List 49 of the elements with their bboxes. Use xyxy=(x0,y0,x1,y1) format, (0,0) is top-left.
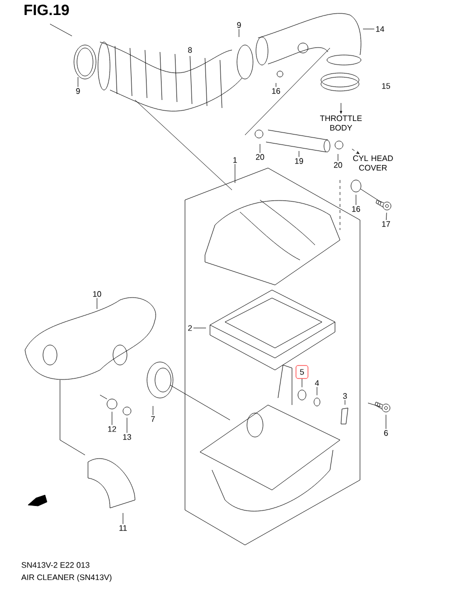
leader-line xyxy=(152,406,154,416)
leader-line xyxy=(122,512,124,524)
callout-number: 2 xyxy=(188,325,192,331)
assembly-line xyxy=(360,188,382,203)
callout-number: 12 xyxy=(108,426,116,432)
arrow xyxy=(352,148,360,154)
leader-line xyxy=(362,28,375,30)
callout-number: 19 xyxy=(295,158,304,164)
callout-number: 16 xyxy=(352,206,360,212)
part-drawing xyxy=(340,408,348,424)
arrow xyxy=(340,102,342,114)
leader-line xyxy=(344,400,346,405)
callout-number: 10 xyxy=(93,291,102,297)
callout-number: 20 xyxy=(256,154,264,160)
destination-label: THROTTLE BODY xyxy=(320,115,362,131)
part-drawing xyxy=(106,398,118,410)
leader-line xyxy=(126,418,128,434)
callout-number: 6 xyxy=(384,430,388,436)
callout-number: 5 xyxy=(296,365,308,379)
part-drawing xyxy=(374,402,390,412)
callout-number: 4 xyxy=(314,380,319,386)
callout-number: 8 xyxy=(188,47,192,53)
callout-number: 14 xyxy=(376,26,384,32)
part-drawing xyxy=(314,398,320,406)
callout-number: 15 xyxy=(382,83,390,89)
part-code: SN413V-2 E22 013 xyxy=(22,562,90,568)
figure-title: FIG.19 xyxy=(24,4,69,16)
leader-line xyxy=(96,298,98,310)
part-drawing xyxy=(376,200,392,210)
destination-label: CYL HEAD COVER xyxy=(353,155,393,171)
part-drawing xyxy=(298,390,306,400)
part-drawing xyxy=(122,406,132,416)
callout-number: 20 xyxy=(334,162,342,168)
callout-number: 16 xyxy=(272,88,280,94)
part-drawing xyxy=(350,180,362,192)
leader-line xyxy=(238,28,240,38)
caption: AIR CLEANER (SN413V) xyxy=(21,574,112,582)
leader-line xyxy=(298,150,300,158)
callout-number: 1 xyxy=(233,157,237,163)
leader-line xyxy=(316,386,318,396)
callout-number: 11 xyxy=(119,525,127,531)
leader-line xyxy=(386,212,387,220)
leader-line xyxy=(234,164,236,184)
callout-number: 9 xyxy=(237,22,241,28)
callout-number: 17 xyxy=(382,221,390,227)
callout-number: 3 xyxy=(343,393,347,399)
callout-number: 7 xyxy=(151,416,155,422)
callout-number: 13 xyxy=(123,434,132,440)
callout-number: 9 xyxy=(76,88,80,94)
